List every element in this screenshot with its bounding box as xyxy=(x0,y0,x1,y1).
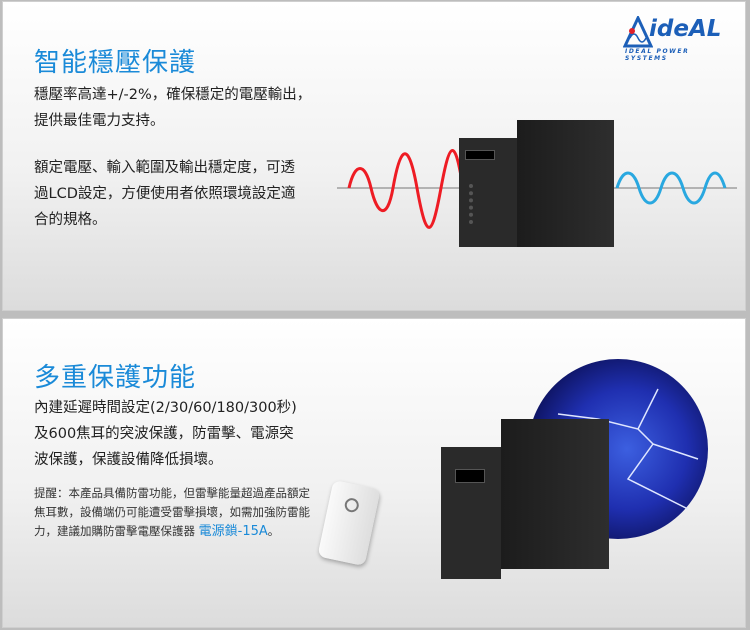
ups-device-image xyxy=(459,120,614,247)
logo-triangle-icon xyxy=(623,16,653,48)
ideal-logo: ideAL IDEAL POWER SYSTEMS xyxy=(623,16,722,62)
lightning-note: 提醒：本產品具備防雷功能，但雷擊能量超過產品額定 焦耳數，設備端仍可能遭受雷擊損… xyxy=(34,486,310,539)
ups-device-image xyxy=(441,419,609,579)
section-paragraph: 穩壓率高達+/-2%，確保穩定的電壓輸出， 提供最佳電力支持。 xyxy=(34,87,312,129)
section-paragraph: 內建延遲時間設定(2/30/60/180/300秒) 及600焦耳的突波保護，防… xyxy=(34,400,297,468)
power-lock-device-image xyxy=(317,479,381,567)
section-paragraph: 額定電壓、輸入範圍及輸出穩定度，可透 過LCD設定，方便使用者依照環境設定適 合… xyxy=(34,160,296,228)
smart-regulation-panel: 智能穩壓保護 穩壓率高達+/-2%，確保穩定的電壓輸出， 提供最佳電力支持。 額… xyxy=(2,1,746,311)
section-title: 智能穩壓保護 xyxy=(34,48,197,78)
multi-protection-panel: 多重保護功能 內建延遲時間設定(2/30/60/180/300秒) 及600焦耳… xyxy=(2,318,746,628)
section-title: 多重保護功能 xyxy=(34,363,197,393)
power-lock-product-link[interactable]: 電源鎖-15A xyxy=(198,524,268,539)
